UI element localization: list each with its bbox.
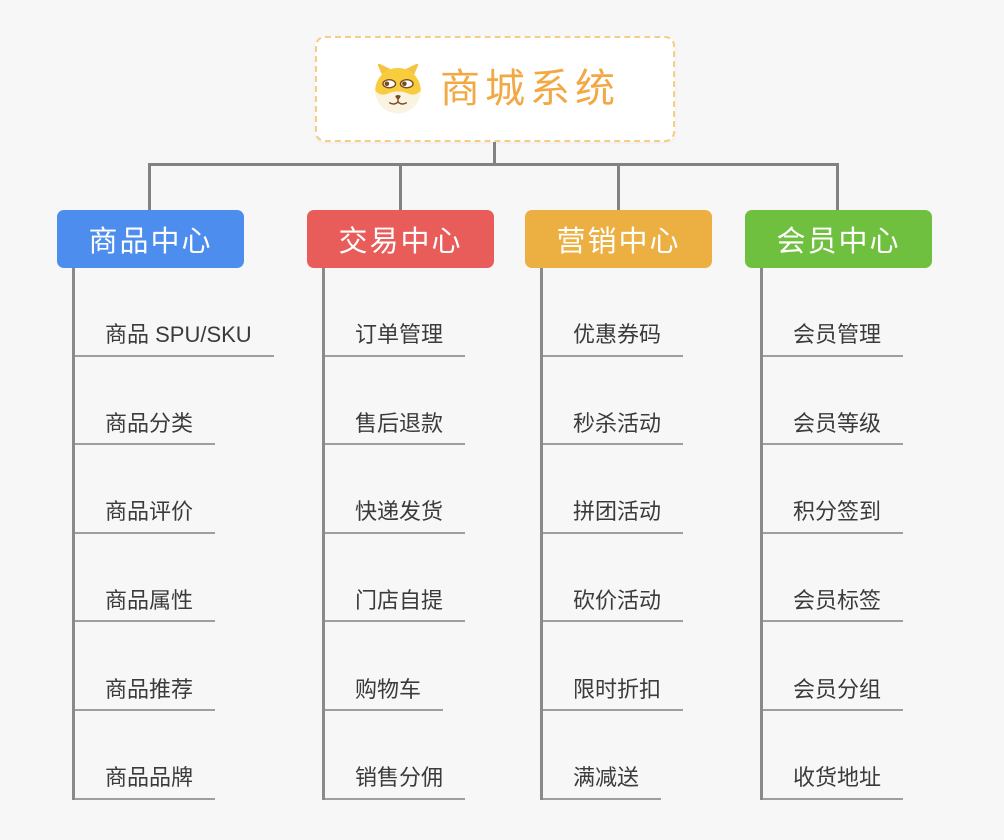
- branch-topic-member-center[interactable]: 会员中心: [745, 210, 932, 268]
- connector-stub-marketing: [617, 163, 620, 210]
- root-topic[interactable]: 商城系统: [315, 36, 675, 142]
- tree-item[interactable]: 门店自提: [325, 588, 466, 623]
- tree-item[interactable]: 积分签到: [763, 499, 904, 534]
- branch-items-product: 商品 SPU/SKU 商品分类 商品评价 商品属性 商品推荐 商品品牌: [72, 268, 274, 800]
- tree-item[interactable]: 商品品牌: [75, 765, 216, 800]
- tree-item[interactable]: 销售分佣: [325, 765, 466, 800]
- tree-item[interactable]: 订单管理: [325, 322, 466, 357]
- root-title: 商城系统: [440, 67, 620, 111]
- branch-topic-trade-center[interactable]: 交易中心: [307, 210, 494, 268]
- branch-items-trade: 订单管理 售后退款 快递发货 门店自提 购物车 销售分佣: [322, 268, 494, 800]
- tree-item[interactable]: 优惠券码: [543, 322, 684, 357]
- tree-item[interactable]: 购物车: [325, 677, 444, 711]
- tree-item[interactable]: 售后退款: [325, 411, 466, 446]
- tree-item[interactable]: 商品分类: [75, 411, 216, 446]
- connector-horizontal-bar: [148, 163, 839, 166]
- dog-face-icon: [370, 61, 426, 117]
- tree-item[interactable]: 商品推荐: [75, 677, 216, 711]
- tree-item[interactable]: 限时折扣: [543, 677, 684, 711]
- branch-topic-product-center[interactable]: 商品中心: [57, 210, 244, 268]
- branch-trade-center: 交易中心 订单管理 售后退款 快递发货 门店自提 购物车 销售分佣: [307, 210, 494, 800]
- tree-item[interactable]: 拼团活动: [543, 499, 684, 534]
- tree-item[interactable]: 商品 SPU/SKU: [75, 322, 274, 357]
- tree-item[interactable]: 会员等级: [763, 411, 904, 446]
- connector-stub-trade: [399, 163, 402, 210]
- tree-item[interactable]: 会员管理: [763, 322, 904, 357]
- tree-item[interactable]: 秒杀活动: [543, 411, 684, 446]
- connector-root-stub: [493, 142, 496, 164]
- tree-item[interactable]: 会员分组: [763, 677, 904, 711]
- tree-item[interactable]: 商品属性: [75, 588, 216, 623]
- branch-marketing-center: 营销中心 优惠券码 秒杀活动 拼团活动 砍价活动 限时折扣 满减送: [525, 210, 712, 800]
- tree-item[interactable]: 砍价活动: [543, 588, 684, 623]
- tree-item[interactable]: 会员标签: [763, 588, 904, 623]
- connector-stub-member: [836, 163, 839, 210]
- tree-item[interactable]: 收货地址: [763, 765, 904, 800]
- branch-topic-marketing-center[interactable]: 营销中心: [525, 210, 712, 268]
- tree-item[interactable]: 满减送: [543, 765, 662, 800]
- tree-item[interactable]: 快递发货: [325, 499, 466, 534]
- branch-items-marketing: 优惠券码 秒杀活动 拼团活动 砍价活动 限时折扣 满减送: [540, 268, 712, 800]
- connector-stub-product: [148, 163, 151, 210]
- branch-member-center: 会员中心 会员管理 会员等级 积分签到 会员标签 会员分组 收货地址: [745, 210, 932, 800]
- branch-items-member: 会员管理 会员等级 积分签到 会员标签 会员分组 收货地址: [760, 268, 932, 800]
- branch-product-center: 商品中心 商品 SPU/SKU 商品分类 商品评价 商品属性 商品推荐 商品品牌: [57, 210, 274, 800]
- tree-item[interactable]: 商品评价: [75, 499, 216, 534]
